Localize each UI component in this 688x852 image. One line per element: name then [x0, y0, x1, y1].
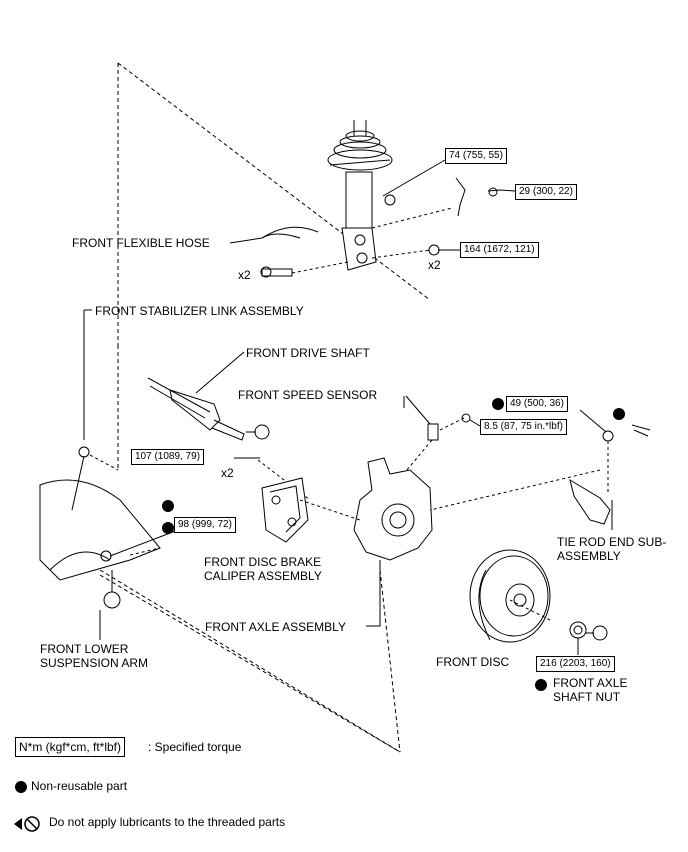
lower-arm — [39, 479, 179, 640]
label-front-drive-shaft: FRONT DRIVE SHAFT — [246, 346, 370, 360]
nonreusable-dot-lower-arm-2 — [162, 522, 174, 534]
torque-strut-bolt: 164 (1672, 121) — [460, 242, 539, 258]
label-caliper-line1: FRONT DISC BRAKE — [204, 555, 322, 569]
label-lower-arm-line1: FRONT LOWER — [40, 642, 129, 656]
label-front-speed-sensor: FRONT SPEED SENSOR — [238, 388, 378, 402]
torque-strut-nut: 74 (755, 55) — [445, 148, 507, 164]
legend-nonreusable-icon — [15, 781, 27, 793]
axle-nut — [509, 599, 608, 655]
multiplier-caliper-bolt: x2 — [221, 466, 234, 480]
label-caliper-line2: CALIPER ASSEMBLY — [204, 569, 322, 583]
no-lube-symbol-shaft — [246, 424, 270, 440]
torque-tie-rod-nut: 49 (500, 36) — [506, 396, 568, 412]
strut-assembly — [327, 120, 393, 271]
nonreusable-dot-lower-arm — [162, 500, 174, 512]
flexible-hose — [229, 226, 319, 244]
nonreusable-dot-tie-rod-nut — [492, 398, 504, 410]
label-tie-rod-line1: TIE ROD END SUB- — [557, 535, 667, 549]
label-front-axle-assembly: FRONT AXLE ASSEMBLY — [205, 620, 346, 634]
brake-caliper — [261, 477, 309, 543]
front-disc — [469, 549, 551, 643]
multiplier-strut-bolt: x2 — [238, 268, 251, 282]
label-front-stabilizer-link: FRONT STABILIZER LINK ASSEMBLY — [95, 304, 304, 318]
assembly-outline — [99, 62, 431, 753]
label-tie-rod-line2: ASSEMBLY — [557, 549, 621, 563]
label-lower-arm-line2: SUSPENSION ARM — [40, 656, 149, 670]
label-axle-nut-line2: SHAFT NUT — [553, 690, 621, 704]
front-axle-assembly — [353, 457, 433, 627]
no-lube-icon — [14, 816, 40, 832]
torque-axle-nut: 216 (2203, 160) — [536, 656, 615, 672]
label-front-disc: FRONT DISC — [436, 655, 510, 669]
torque-caliper-bolt: 107 (1089, 79) — [131, 449, 205, 465]
drive-shaft — [147, 351, 245, 441]
legend-torque-desc: : Specified torque — [148, 740, 242, 754]
stabilizer-link — [71, 309, 119, 511]
nonreusable-dot-cotter-pin — [613, 408, 625, 420]
torque-hose-bolt: 29 (300, 22) — [515, 184, 577, 200]
strut-nut-leader — [382, 159, 446, 197]
label-front-flexible-hose: FRONT FLEXIBLE HOSE — [72, 236, 210, 250]
legend-torque-box: N*m (kgf*cm, ft*lbf) — [15, 737, 126, 757]
legend-nonreusable: Non-reusable part — [31, 779, 128, 793]
legend-no-lube: Do not apply lubricants to the threaded … — [49, 815, 286, 829]
torque-sensor-bolt: 8.5 (87, 75 in.*lbf) — [480, 419, 567, 435]
label-axle-nut-line1: FRONT AXLE — [553, 676, 628, 690]
multiplier-strut-nut: x2 — [428, 258, 441, 272]
nonreusable-dot-axle-nut — [535, 679, 547, 691]
torque-lower-arm-nut: 98 (999, 72) — [174, 517, 236, 533]
tie-rod-end — [429, 409, 651, 530]
hose-bracket — [455, 177, 466, 217]
